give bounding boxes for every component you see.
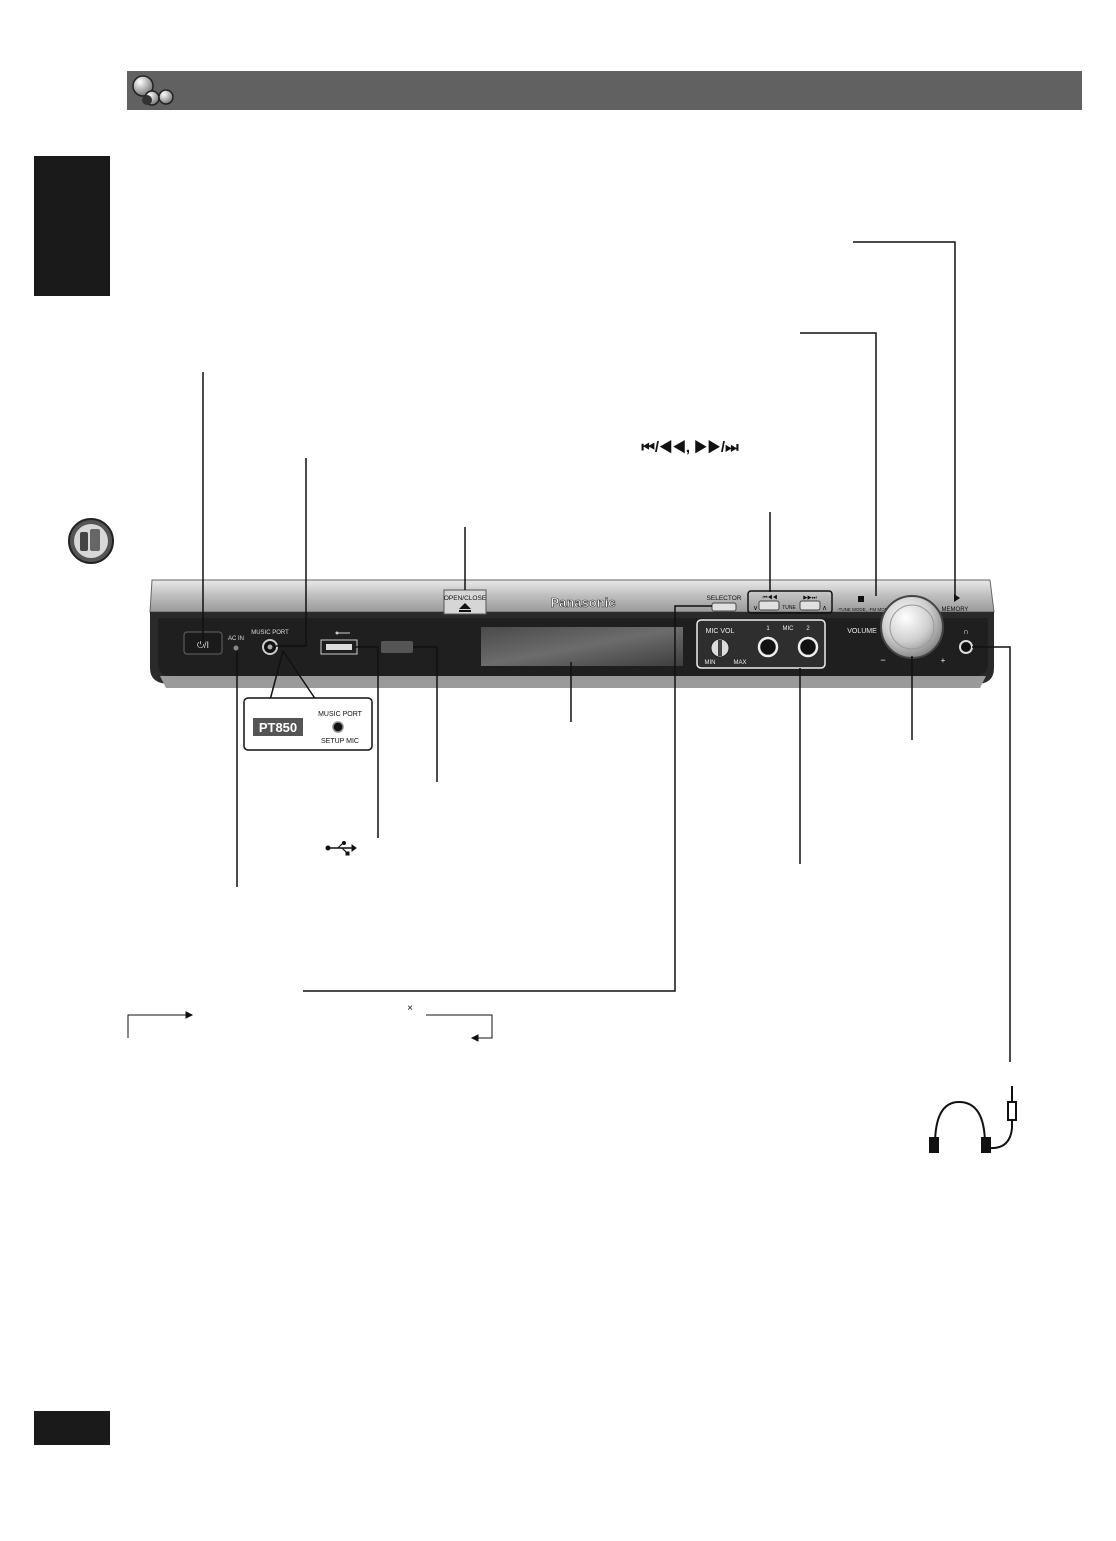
power-symbol: ⏻/I	[197, 640, 209, 650]
pt850-callout: PT850 MUSIC PORT SETUP MIC	[243, 650, 373, 751]
ac-in-label: AC IN	[228, 636, 244, 642]
tune-down-label: ∨	[753, 605, 758, 612]
mic-2-label: 2	[806, 626, 810, 632]
pt850-badge	[253, 718, 303, 736]
side-language-tab	[34, 156, 110, 296]
page-number-tab	[34, 1411, 110, 1445]
headphone-jack[interactable]	[959, 640, 973, 654]
multiply-sign: ×	[407, 1003, 413, 1014]
ac-in-indicator	[233, 645, 239, 651]
circles-logo-icon	[132, 75, 174, 106]
speaker-system-icon	[68, 518, 114, 564]
sequence-arrows	[127, 1011, 493, 1042]
mic-min-label: MIN	[705, 660, 716, 666]
volume-label: VOLUME	[847, 628, 877, 635]
stop-icon	[858, 596, 864, 602]
mic-max-label: MAX	[733, 660, 746, 666]
leader-lines	[202, 241, 1011, 1062]
skip-back-button[interactable]	[758, 600, 780, 611]
brand-logo: Panasonic	[550, 595, 615, 610]
eject-icon	[459, 603, 471, 609]
front-panel: OPEN/CLOSE Panasonic SELECTOR ⏮◀◀ ▶▶⏭ ∨ …	[149, 579, 995, 688]
svg-text:▶▶⏭: ▶▶⏭	[803, 595, 816, 601]
volume-minus-label: −	[880, 655, 885, 665]
mic-word-label: MIC	[783, 626, 795, 632]
music-port-label: MUSIC PORT	[251, 630, 289, 636]
open-close-label: OPEN/CLOSE	[444, 595, 487, 602]
tune-label: TUNE	[782, 605, 796, 611]
callout-music-port-label: MUSIC PORT	[318, 711, 363, 718]
selector-label: SELECTOR	[707, 595, 742, 602]
selector-button[interactable]	[711, 602, 737, 612]
volume-plus-label: +	[941, 656, 946, 665]
pt850-badge-text: PT850	[259, 720, 297, 735]
remote-sensor	[381, 641, 413, 653]
usb-icon	[335, 631, 350, 635]
headphone-jack-icon: ∩	[963, 627, 969, 636]
mic-1-jack[interactable]	[757, 636, 779, 658]
section-header-bar	[127, 71, 1082, 110]
display-window	[481, 627, 683, 666]
headphones-icon	[929, 1086, 1017, 1153]
mic-vol-label: MIC VOL	[706, 628, 735, 635]
skip-forward-button[interactable]	[799, 600, 821, 611]
usb-caption-icon	[325, 841, 357, 856]
skip-search-symbols: ⏮/◀◀, ▶▶/⏭	[641, 439, 739, 456]
tune-button-group	[747, 590, 833, 614]
memory-label: MEMORY	[942, 607, 969, 613]
stop-sub-label: -TUNE MODE, -FM MODE	[837, 607, 891, 612]
tune-up-label: ∧	[822, 605, 827, 612]
mic-1-label: 1	[766, 626, 770, 632]
svg-text:⏮◀◀: ⏮◀◀	[763, 594, 778, 601]
mic-2-jack[interactable]	[797, 636, 819, 658]
callout-setup-mic-label: SETUP MIC	[321, 738, 359, 745]
